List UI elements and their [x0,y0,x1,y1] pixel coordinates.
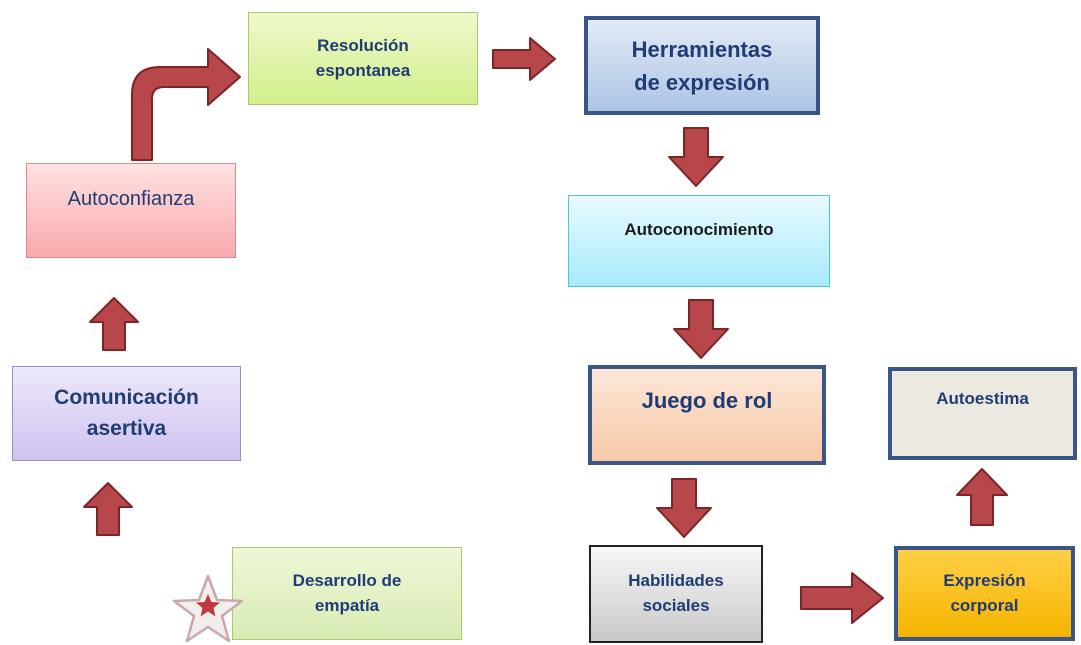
arrow-down-icon [673,299,729,359]
box-text-line: Desarrollo de [292,570,402,590]
arrow-right-icon [492,37,556,81]
box-autoestima: Autoestima [888,367,1077,460]
box-comunicacion-asertiva: Comunicación asertiva [12,366,241,461]
star-icon [172,574,244,643]
box-text-line: espontanea [315,60,411,80]
arrow-up-icon [89,297,139,351]
box-text-line: Juego de rol [641,388,773,414]
box-resolucion-espontanea: Resolución espontanea [248,12,478,105]
bent-arrow-icon [131,48,241,161]
box-expresion-corporal: Expresión corporal [894,546,1075,641]
box-herramientas-de-expresion: Herramientas de expresión [584,16,820,115]
arrow-up-icon [83,482,133,536]
box-text-line: empatía [314,595,380,615]
box-text-line: Comunicación [54,386,199,410]
box-text-line: de expresión [634,69,770,95]
box-text-line: Autoconfianza [67,188,195,210]
box-text-line: Herramientas [631,36,773,62]
box-text-line: asertiva [86,416,167,440]
box-habilidades-sociales: Habilidades sociales [589,545,763,643]
box-desarrollo-de-empatia: Desarrollo de empatía [232,547,462,640]
box-autoconocimiento: Autoconocimiento [568,195,830,287]
arrow-down-icon [656,478,712,538]
box-text-line: Resolución [317,35,409,55]
box-text-line: Habilidades [628,571,724,591]
box-autoconfianza: Autoconfianza [26,163,236,258]
arrow-up-icon [956,468,1008,526]
box-text-line: Autoestima [936,389,1029,409]
box-juego-de-rol: Juego de rol [588,365,826,465]
box-text-line: Expresión [943,570,1026,590]
box-text-line: sociales [642,596,710,615]
arrow-down-icon [668,127,724,187]
arrow-right-icon [800,572,884,624]
box-text-line: Autoconocimiento [624,219,774,239]
box-text-line: corporal [950,595,1019,615]
